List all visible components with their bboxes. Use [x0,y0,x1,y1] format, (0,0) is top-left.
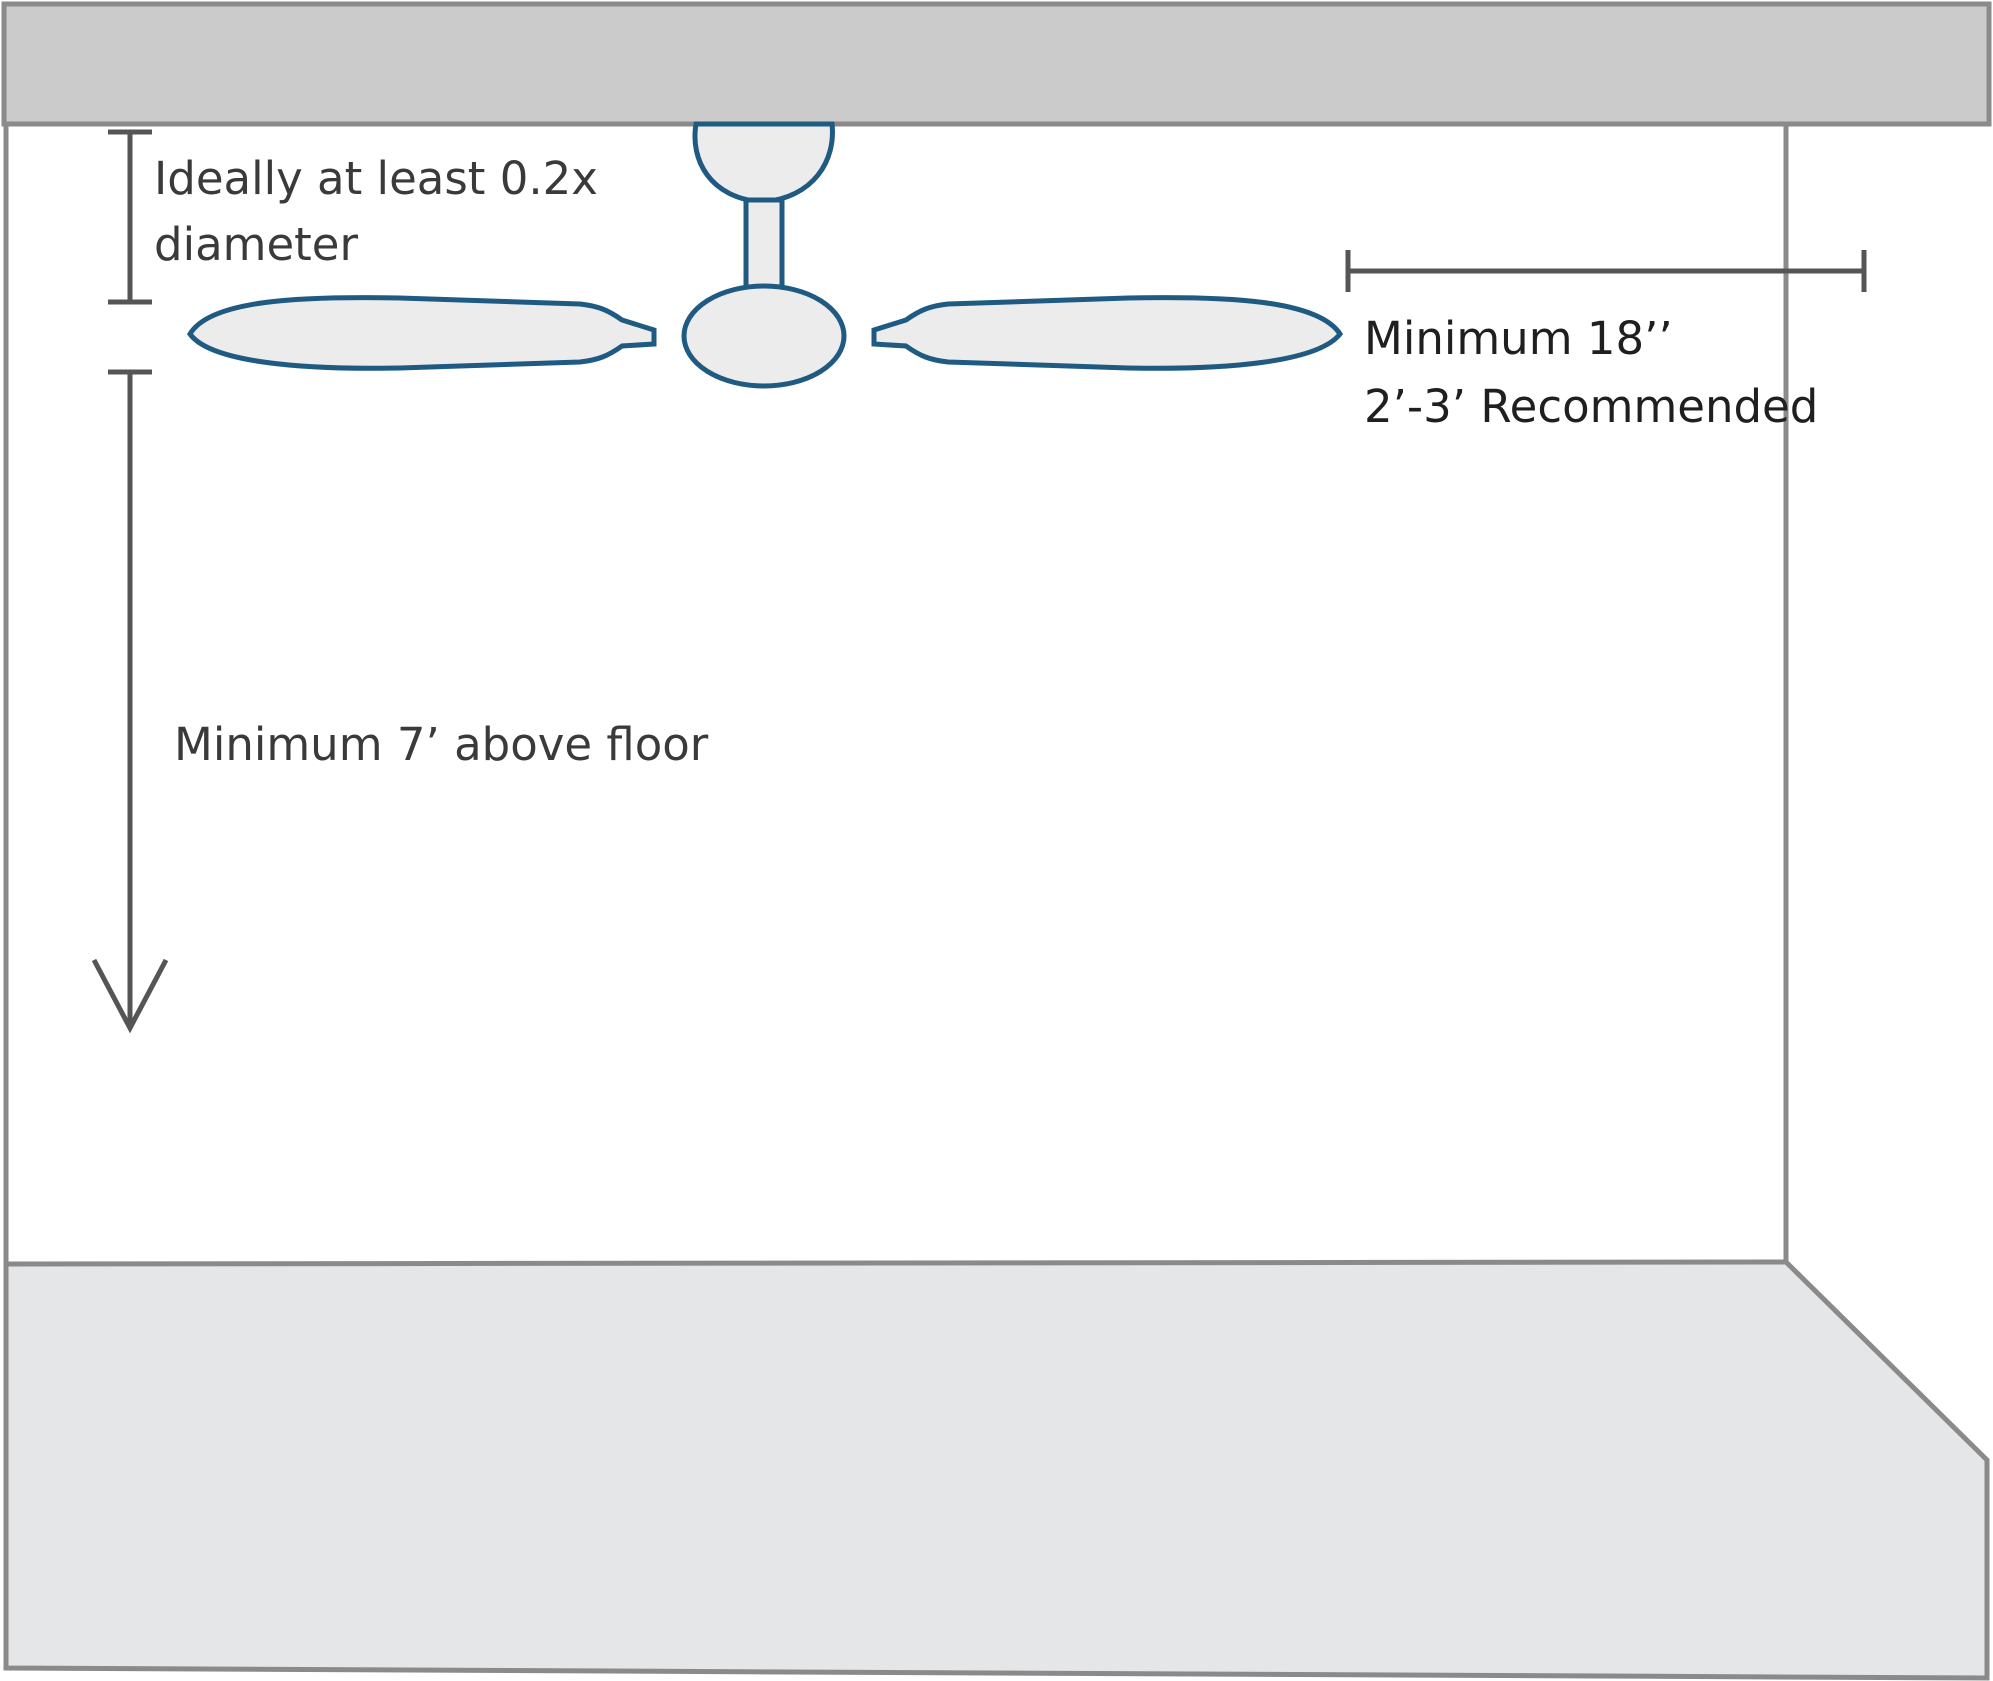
wall-clearance-dimension [1345,250,1867,292]
floor-height-arrow [91,369,169,1034]
fan-canopy [692,121,835,205]
ceiling-clearance-label-line1: Ideally at least 0.2x [154,152,598,205]
fan-motor-hub [681,283,847,389]
ceiling-clearance-label-line2: diameter [154,218,358,271]
wall-clearance-label-line1: Minimum 18’’ [1364,312,1673,365]
fan-blade-left [187,295,657,371]
fan-downrod [743,197,785,293]
ceiling [1,1,1992,127]
floor [3,1259,1990,1681]
floor-height-label: Minimum 7’ above floor [174,718,709,771]
ceiling-clearance-dimension [108,129,152,305]
fan-blade-right [871,295,1344,371]
wall-clearance-label-line2: 2’-3’ Recommended [1364,380,1819,433]
